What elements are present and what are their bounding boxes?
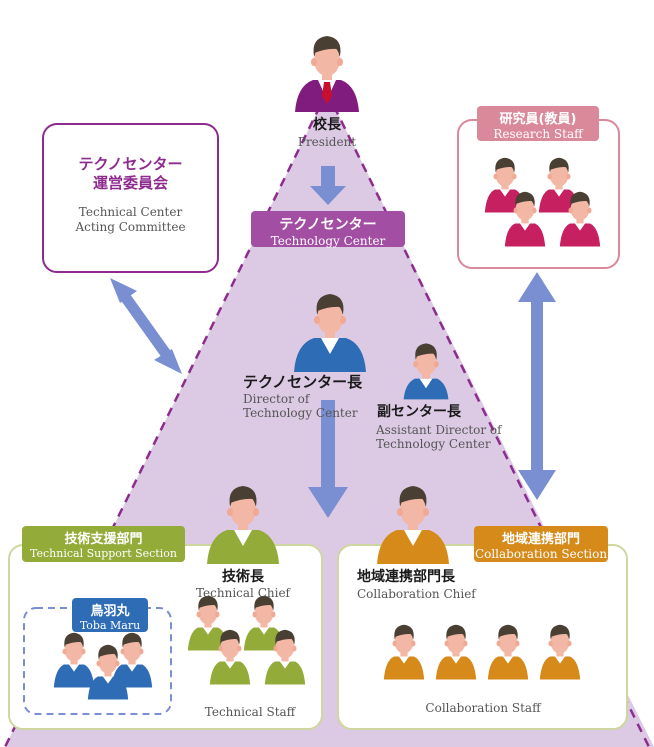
committee-en-line1: Technical Center (78, 205, 183, 219)
director-figure (294, 294, 366, 372)
tech-section-tag: 技術支援部門 Technical Support Section (22, 526, 185, 562)
collab-section-label: 地域連携部門 (501, 532, 580, 547)
committee-title-line2: 運営委員会 (92, 174, 168, 192)
technology-center-label-en: Technology Center (270, 234, 386, 248)
technical-staff-label: Technical Staff (204, 705, 296, 719)
collaboration-staff-label: Collaboration Staff (425, 701, 541, 715)
toba-maru-label: 鳥羽丸 (90, 604, 130, 619)
collab-chief-label-en: Collaboration Chief (357, 587, 476, 601)
collab-section-label-en: Collaboration Section (474, 547, 608, 561)
collab-chief-label: 地域連携部門長 (357, 569, 455, 585)
research-staff-group (484, 157, 601, 247)
arrow-research-bidirectional (518, 272, 556, 500)
director-label-en2: Technology Center (243, 406, 358, 420)
tech-section-label: 技術支援部門 (64, 532, 143, 547)
assistant-label-en2: Technology Center (376, 437, 491, 451)
tech-chief-figure (207, 486, 279, 564)
toba-maru-crew-group (53, 632, 153, 700)
arrow-down-director (308, 400, 348, 518)
committee-title-line1: テクノセンター (78, 155, 183, 173)
arrow-committee-bidirectional (110, 278, 182, 374)
tech-chief-label-en: Technical Chief (195, 586, 290, 600)
collab-chief-figure (377, 486, 449, 564)
collaboration-staff-group (383, 624, 581, 680)
assistant-label: 副センター長 (377, 404, 461, 420)
president-figure (295, 36, 359, 112)
assistant-label-en1: Assistant Director of (376, 423, 502, 437)
committee-en-line2: Acting Committee (75, 220, 186, 234)
director-label-en1: Director of (243, 392, 310, 406)
arrow-down-president (310, 166, 346, 205)
president-label: 校長 (313, 117, 341, 133)
technical-staff-group (187, 595, 306, 685)
technology-center-label: テクノセンター (279, 217, 377, 233)
technology-center-banner: テクノセンター Technology Center (251, 211, 405, 248)
tech-section-label-en: Technical Support Section (30, 547, 177, 560)
research-staff-label-en: Research Staff (493, 127, 583, 141)
toba-maru-label-en: Toba Maru (79, 619, 141, 632)
president-label-en: President (297, 135, 357, 149)
assistant-figure (403, 343, 449, 400)
research-staff-label: 研究員(教員) (499, 112, 577, 127)
research-staff-tag: 研究員(教員) Research Staff (477, 106, 599, 141)
committee-box (42, 123, 219, 273)
tech-chief-label: 技術長 (222, 569, 264, 585)
director-label: テクノセンター長 (243, 373, 363, 391)
collab-section-tag: 地域連携部門 Collaboration Section (474, 526, 608, 562)
toba-maru-tag: 鳥羽丸 Toba Maru (72, 598, 148, 632)
